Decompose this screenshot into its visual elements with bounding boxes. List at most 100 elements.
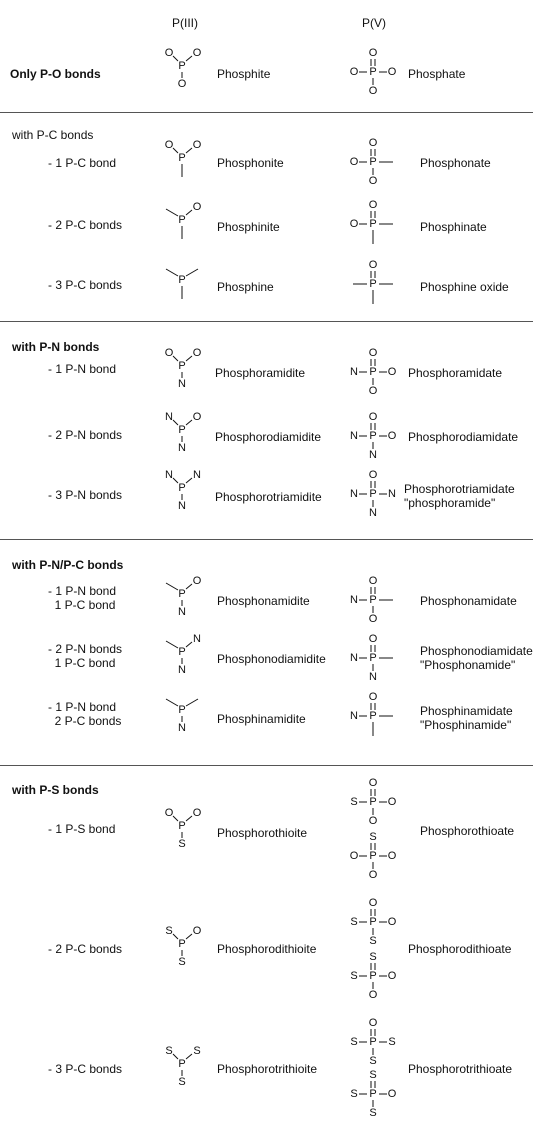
atom-o: O [388, 916, 397, 928]
section-po: Only P-O bonds [10, 67, 101, 81]
atom-o: O [369, 777, 378, 789]
bond [165, 582, 179, 591]
structure-phosphinamidate-p5: PON [350, 691, 393, 736]
row-label-pc1: - 1 P-C bond [48, 156, 117, 170]
structure-phosphonamidite-p3: PO N [165, 575, 202, 618]
p5-name-phosphinamidate: Phosphinamidate "Phosphinamide" [420, 704, 513, 732]
atom-p: P [369, 916, 376, 928]
atom-p: P [178, 274, 185, 286]
p3-name-phosphorodiamidite: Phosphorodiamidite [215, 430, 322, 444]
atom-o: O [193, 411, 202, 423]
atom-o: O [388, 66, 397, 78]
atom-o: O [369, 1017, 378, 1029]
divider [0, 765, 533, 766]
atom-n: N [178, 500, 186, 512]
p3-name-phosphorotrithioite: Phosphorotrithioite [217, 1062, 318, 1076]
p5-name-phosphorodiamidate: Phosphorodiamidate [408, 430, 519, 444]
bond [172, 477, 179, 484]
structure-phosphine-p3: P [165, 268, 199, 299]
atom-o: O [369, 47, 378, 59]
bond [185, 1053, 193, 1060]
p5-name-phosphonamidate: Phosphonamidate [420, 594, 517, 608]
bond [172, 933, 179, 940]
divider [0, 539, 533, 540]
row-label-pc2: - 2 P-C bonds [48, 218, 123, 232]
atom-o: O [369, 691, 378, 703]
atom-p: P [178, 360, 185, 372]
bond [185, 583, 193, 590]
p3-name-phosphorotriamidite: Phosphorotriamidite [215, 490, 322, 504]
atom-o: O [369, 137, 378, 149]
atom-p: P [178, 588, 185, 600]
atom-p: P [369, 594, 376, 606]
atom-o: O [369, 989, 378, 1001]
atom-o: O [193, 925, 202, 937]
atom-n: N [178, 378, 186, 390]
atom-o: O [178, 78, 187, 90]
atom-o: O [369, 469, 378, 481]
atom-o: O [369, 815, 378, 827]
atom-o: O [193, 201, 202, 213]
atom-o: O [369, 347, 378, 359]
p3-name-phosphine: Phosphine [217, 280, 274, 294]
atom-o: O [165, 347, 174, 359]
atom-n: N [178, 722, 186, 734]
atom-o: O [193, 575, 202, 587]
atom-s: S [178, 1076, 185, 1088]
p5-name-phosphoramidate: Phosphoramidate [408, 366, 503, 380]
p5-name-phosphonodiamidate: Phosphonodiamidate "Phosphonamide" [420, 644, 533, 672]
atom-p: P [369, 218, 376, 230]
bond [185, 698, 199, 707]
atom-p: P [369, 850, 376, 862]
atom-o: O [350, 850, 359, 862]
atom-o: O [350, 66, 359, 78]
atom-s: S [193, 1045, 200, 1057]
atom-p: P [369, 1036, 376, 1048]
p3-name-phosphorodithioite: Phosphorodithioite [217, 942, 317, 956]
atom-p: P [369, 652, 376, 664]
bond [185, 355, 193, 362]
atom-o: O [165, 139, 174, 151]
atom-p: P [178, 214, 185, 226]
atom-o: O [388, 430, 397, 442]
bond [172, 147, 179, 154]
atom-o: O [369, 259, 378, 271]
structure-phosphinamidite-p3: PN [165, 698, 199, 734]
structure-phosphine-oxide-p5: PO [353, 259, 393, 304]
row-label-ps1: - 1 P-S bond [48, 822, 116, 836]
bond [185, 147, 193, 154]
atom-s: S [165, 1045, 172, 1057]
atom-o: O [369, 869, 378, 881]
atom-p: P [369, 156, 376, 168]
atom-n: N [369, 671, 377, 683]
p3-name-phosphonodiamidite: Phosphonodiamidite [217, 652, 326, 666]
atom-p: P [178, 482, 185, 494]
atom-o: O [369, 411, 378, 423]
atom-n: N [388, 488, 396, 500]
atom-n: N [165, 469, 173, 481]
atom-o: O [388, 970, 397, 982]
atom-p: P [369, 710, 376, 722]
atom-o: O [369, 175, 378, 187]
atom-n: N [178, 606, 186, 618]
row-label-pnpc1: - 1 P-N bond 1 P-C bond [48, 584, 117, 612]
p3-name-phosphinite: Phosphinite [217, 220, 280, 234]
atom-n: N [178, 442, 186, 454]
bond [165, 268, 179, 277]
atom-o: O [388, 1088, 397, 1100]
bond [185, 268, 199, 277]
atom-o: O [350, 156, 359, 168]
atom-s: S [178, 838, 185, 850]
p3-name-phosphite: Phosphite [217, 67, 271, 81]
